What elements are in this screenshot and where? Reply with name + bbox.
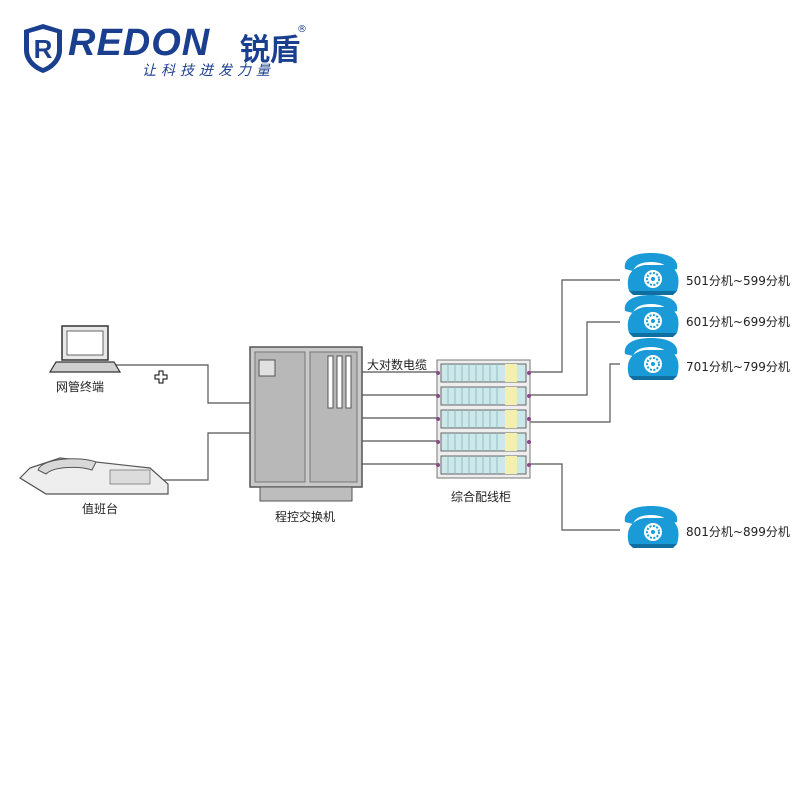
logo-wordmark: REDON — [68, 22, 211, 64]
terminal-label: 网管终端 — [56, 380, 105, 394]
move-cursor-icon — [154, 370, 168, 384]
shield-logo-icon: R — [24, 24, 62, 73]
logo-slogan: 让科技迸发力量 — [142, 63, 275, 79]
brand-logo: R REDON 锐盾 ® 让科技迸发力量 — [22, 22, 322, 82]
logo-registered-mark: ® — [297, 24, 307, 35]
console-label: 值班台 — [82, 502, 119, 516]
cabinet-label: 综合配线柜 — [451, 490, 512, 504]
telephone-icon — [623, 294, 680, 338]
logo-brand-cn: 锐盾 — [240, 33, 300, 68]
phone-label: 601分机~699分机 — [686, 315, 790, 329]
pbx-label: 程控交换机 — [275, 510, 336, 524]
pbx-switch-icon — [249, 346, 363, 502]
telephone-icon — [623, 505, 680, 549]
telephone-icon — [623, 337, 680, 381]
connection-lines — [112, 279, 620, 531]
telephone-icon — [623, 252, 680, 296]
phone-label: 701分机~799分机 — [686, 360, 790, 374]
distribution-cabinet-icon — [436, 359, 531, 479]
cable-label: 大对数电缆 — [367, 358, 428, 372]
phone-label: 501分机~599分机 — [686, 274, 790, 288]
phone-label: 801分机~899分机 — [686, 525, 790, 539]
svg-text:R: R — [34, 34, 53, 64]
laptop-icon — [48, 325, 122, 373]
console-icon — [19, 457, 169, 495]
